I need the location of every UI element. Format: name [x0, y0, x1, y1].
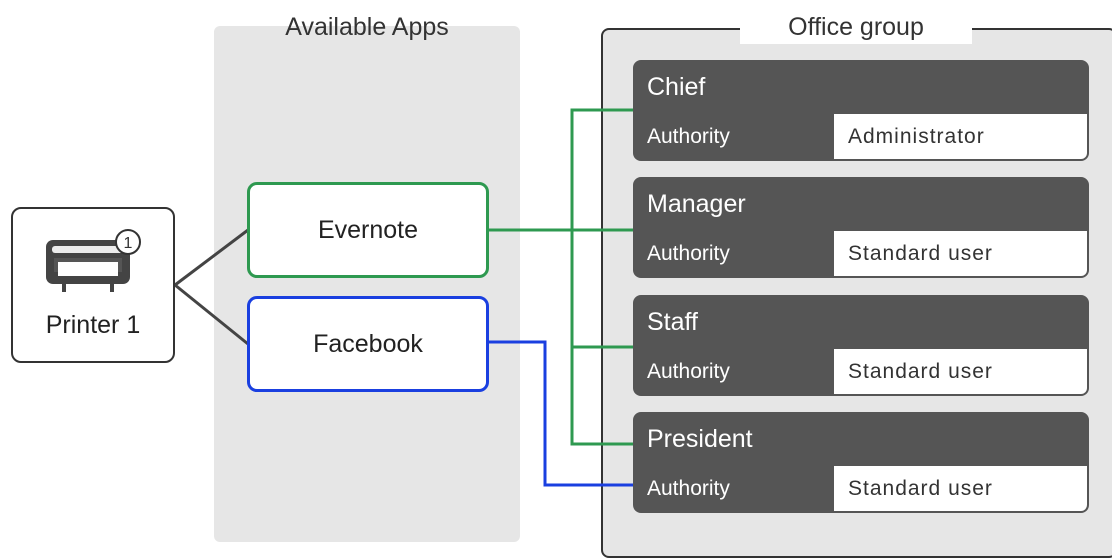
user-card-president[interactable]: President Authority Standard user	[633, 412, 1089, 513]
authority-value: Standard user	[834, 231, 1087, 276]
user-card-staff[interactable]: Staff Authority Standard user	[633, 295, 1089, 396]
connector-evernote-president	[570, 347, 634, 446]
connector-printer-facebook	[174, 283, 249, 346]
printer-badge-circle	[115, 229, 141, 255]
user-name: Staff	[647, 308, 698, 336]
connector-evernote-staff	[570, 230, 634, 349]
app-facebook[interactable]: Facebook	[247, 296, 489, 392]
connector-facebook-president	[489, 340, 634, 487]
printer-label: Printer 1	[45, 311, 141, 339]
authority-value: Administrator	[834, 114, 1087, 159]
user-name: Chief	[647, 73, 706, 101]
available-apps-panel	[214, 26, 520, 542]
authority-label: Authority	[647, 125, 730, 148]
available-apps-title: Available Apps	[285, 13, 449, 41]
printer-badge: 1	[124, 235, 133, 252]
app-evernote[interactable]: Evernote	[247, 182, 489, 278]
office-group-title: Office group	[740, 10, 972, 44]
authority-value: Standard user	[834, 466, 1087, 511]
connector-evernote-chief	[489, 108, 634, 232]
printer-box[interactable]	[11, 207, 175, 363]
printer-icon: 1	[46, 229, 141, 292]
connector-lines	[174, 108, 634, 487]
authority-label: Authority	[647, 477, 730, 500]
authority-value: Standard user	[834, 349, 1087, 394]
authority-label: Authority	[647, 360, 730, 383]
user-card-chief[interactable]: Chief Authority Administrator	[633, 60, 1089, 161]
user-card-manager[interactable]: Manager Authority Standard user	[633, 177, 1089, 278]
authority-label: Authority	[647, 242, 730, 265]
user-name: President	[647, 425, 753, 453]
connector-printer-evernote	[174, 228, 249, 287]
user-name: Manager	[647, 190, 746, 218]
